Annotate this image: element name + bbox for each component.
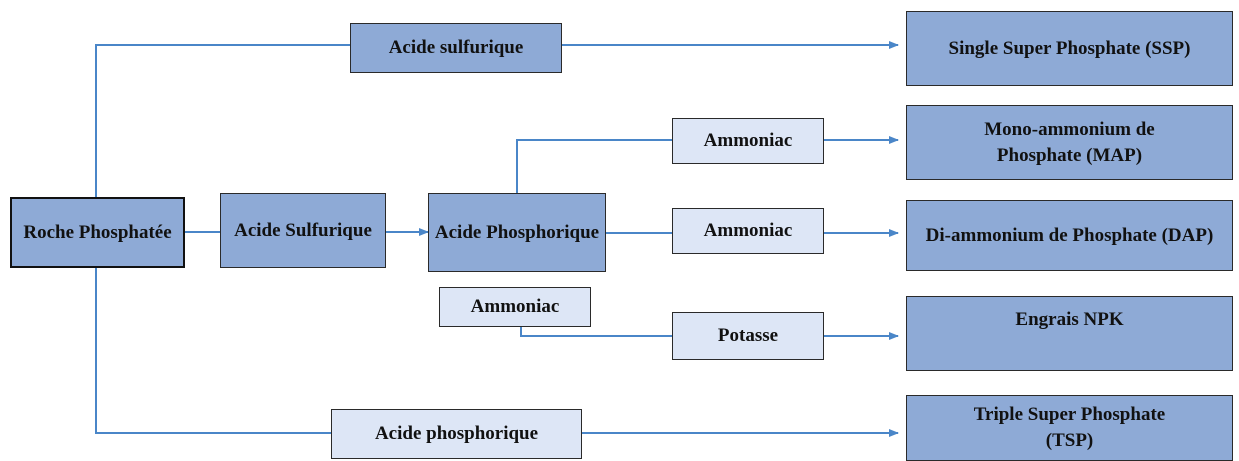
node-acide-phosphorique-bottom-label: Acide phosphorique [374,423,539,444]
node-roche-phosphatee: Roche Phosphatée [10,197,185,268]
node-ammoniac-dap: Ammoniac [672,208,824,254]
connector-phosphorique-to-ammoniac-1 [516,139,672,193]
node-npk-label: Engrais NPK [1015,309,1124,330]
node-dap-label: Di-ammonium de Phosphate (DAP) [925,224,1214,246]
node-npk: Engrais NPK [906,296,1233,371]
node-acide-sulfurique-main-label: Acide Sulfurique [234,219,372,241]
node-acide-phosphorique-main: Acide Phosphorique [428,193,606,272]
node-acide-sulfurique-top: Acide sulfurique [350,23,562,73]
node-ssp: Single Super Phosphate (SSP) [906,11,1233,86]
node-dap: Di-ammonium de Phosphate (DAP) [906,200,1233,271]
connector-roche-to-top [95,44,350,197]
node-acide-phosphorique-main-label: Acide Phosphorique [434,221,600,243]
node-roche-phosphatee-label: Roche Phosphatée [23,221,172,243]
node-ammoniac-map: Ammoniac [672,118,824,164]
node-acide-sulfurique-main: Acide Sulfurique [220,193,386,268]
node-ammoniac-npk-label: Ammoniac [470,296,560,317]
connector-ammoniac-3-to-potasse [520,327,672,337]
node-ssp-label: Single Super Phosphate (SSP) [948,37,1191,59]
node-tsp-label: Triple Super Phosphate (TSP) [973,404,1166,451]
node-potasse-label: Potasse [717,325,779,346]
node-map: Mono-ammonium de Phosphate (MAP) [906,105,1233,180]
node-potasse: Potasse [672,312,824,360]
node-acide-phosphorique-bottom: Acide phosphorique [331,409,582,459]
node-acide-sulfurique-top-label: Acide sulfurique [388,37,524,58]
node-map-label: Mono-ammonium de Phosphate (MAP) [984,118,1155,166]
node-tsp: Triple Super Phosphate (TSP) [906,395,1233,461]
node-ammoniac-dap-label: Ammoniac [703,220,793,241]
node-ammoniac-map-label: Ammoniac [703,130,793,151]
connector-roche-to-bottom [95,268,331,434]
node-ammoniac-npk: Ammoniac [439,287,591,327]
